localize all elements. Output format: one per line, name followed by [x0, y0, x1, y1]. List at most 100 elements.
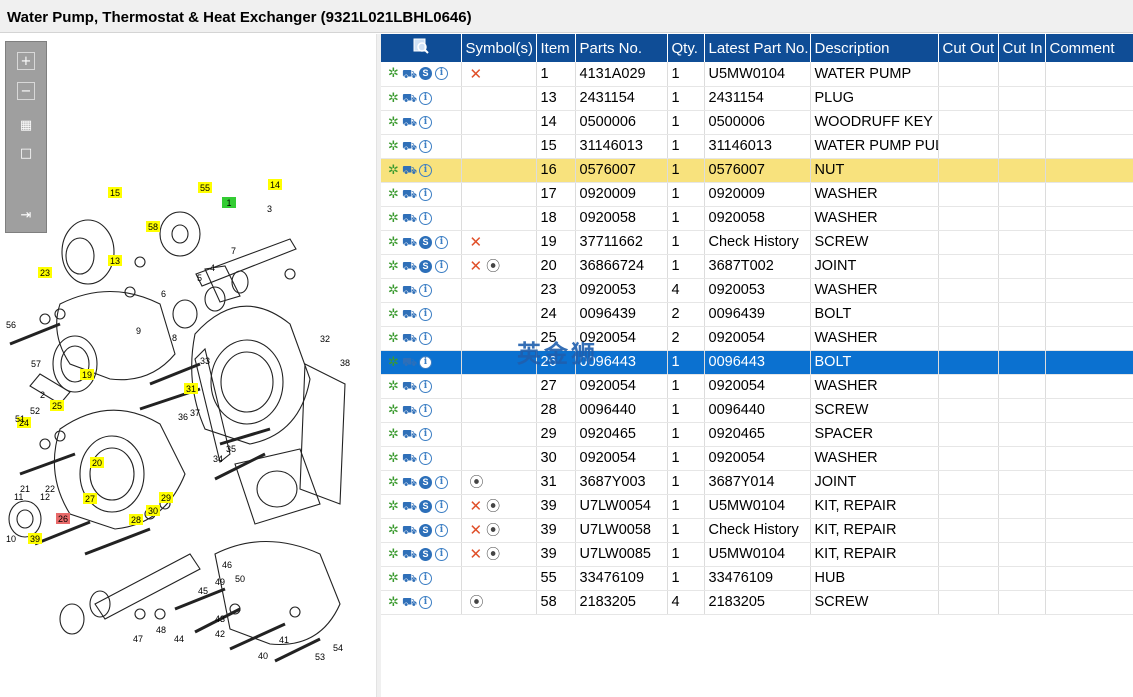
gear-icon[interactable]: ✲ [388, 354, 399, 370]
cart-icon[interactable]: ⛟ [401, 211, 418, 225]
supersession-icon[interactable]: S [419, 523, 432, 537]
supersession-icon[interactable]: S [419, 475, 432, 489]
comment-icon[interactable]: ⦿ [486, 259, 501, 275]
gear-icon[interactable]: ✲ [388, 162, 399, 178]
gear-icon[interactable]: ✲ [388, 90, 399, 106]
gear-icon[interactable]: ✲ [388, 138, 399, 154]
gear-icon[interactable]: ✲ [388, 114, 399, 130]
gear-icon[interactable]: ✲ [388, 450, 399, 466]
callout-label[interactable]: 27 [85, 494, 95, 504]
comment-icon[interactable]: ⦿ [486, 523, 501, 539]
cart-icon[interactable]: ⛟ [401, 235, 418, 249]
callout-label[interactable]: 30 [148, 506, 158, 516]
not-interchangeable-icon[interactable]: ✕ [469, 521, 483, 539]
callout-label[interactable]: 24 [19, 418, 29, 428]
info-icon[interactable]: i [435, 475, 448, 489]
column-header-item[interactable]: Item [536, 34, 576, 62]
cart-icon[interactable]: ⛟ [401, 66, 418, 81]
info-icon[interactable]: i [419, 307, 432, 321]
info-icon[interactable]: i [419, 355, 432, 369]
callout-label[interactable]: 26 [58, 514, 68, 524]
callout-tag[interactable] [146, 221, 160, 232]
column-header-latest-part-no[interactable]: Latest Part No. [704, 34, 811, 62]
not-interchangeable-icon[interactable]: ✕ [469, 233, 483, 251]
callout-tag[interactable] [17, 417, 31, 428]
comment-icon[interactable]: ⦿ [469, 475, 484, 491]
gear-icon[interactable]: ✲ [388, 474, 399, 490]
callout-label[interactable]: 25 [52, 401, 62, 411]
callout-label[interactable]: 14 [270, 180, 280, 190]
column-header-icons[interactable] [381, 34, 462, 62]
callout-label[interactable]: 39 [30, 534, 40, 544]
gear-icon[interactable]: ✲ [388, 402, 399, 418]
cart-icon[interactable]: ⛟ [401, 91, 418, 105]
cart-icon[interactable]: ⛟ [401, 187, 418, 201]
info-icon[interactable]: i [419, 451, 432, 465]
cart-icon[interactable]: ⛟ [401, 283, 418, 297]
multi-gear-icon[interactable]: ✲ [388, 66, 399, 82]
pane-splitter[interactable] [376, 34, 381, 697]
info-icon[interactable]: i [419, 379, 432, 393]
callout-label[interactable]: 55 [200, 183, 210, 193]
info-icon[interactable]: i [435, 67, 448, 81]
gear-icon[interactable]: ✲ [388, 378, 399, 394]
column-header-parts-no[interactable]: Parts No. [575, 34, 668, 62]
callout-tag[interactable] [108, 187, 122, 198]
gear-icon[interactable]: ✲ [388, 594, 399, 610]
gear-icon[interactable]: ✲ [388, 306, 399, 322]
info-icon[interactable]: i [419, 139, 432, 153]
callout-label[interactable]: 15 [110, 188, 120, 198]
info-icon[interactable]: i [435, 259, 448, 273]
column-header-symbols[interactable]: Symbol(s) [461, 34, 537, 62]
callout-label[interactable]: 58 [148, 222, 158, 232]
column-header-description[interactable]: Description [810, 34, 939, 62]
gear-icon[interactable]: ✲ [388, 330, 399, 346]
info-icon[interactable]: i [419, 427, 432, 441]
supersession-icon[interactable]: S [419, 259, 432, 273]
gear-icon[interactable]: ✲ [388, 426, 399, 442]
callout-tag[interactable] [38, 267, 52, 278]
callout-label[interactable]: 28 [131, 515, 141, 525]
column-header-cut-out[interactable]: Cut Out [938, 34, 999, 62]
callout-label[interactable]: 29 [161, 493, 171, 503]
cart-icon[interactable]: ⛟ [401, 547, 418, 561]
not-interchangeable-icon[interactable]: ✕ [469, 545, 483, 563]
column-header-cut-in[interactable]: Cut In [998, 34, 1046, 62]
gear-icon[interactable]: ✲ [388, 210, 399, 226]
not-interchangeable-icon[interactable]: ✕ [469, 64, 483, 83]
gear-icon[interactable]: ✲ [388, 498, 399, 514]
callout-tag[interactable] [83, 493, 97, 504]
info-icon[interactable]: i [419, 331, 432, 345]
gear-icon[interactable]: ✲ [388, 258, 399, 274]
cart-icon[interactable]: ⛟ [401, 451, 418, 465]
cart-icon[interactable]: ⛟ [401, 499, 418, 513]
column-header-qty[interactable]: Qty. [667, 34, 705, 62]
cart-icon[interactable]: ⛟ [401, 523, 418, 537]
gear-icon[interactable]: ✲ [388, 570, 399, 586]
comment-icon[interactable]: ⦿ [469, 595, 484, 611]
cart-icon[interactable]: ⛟ [401, 115, 418, 129]
gear-icon[interactable]: ✲ [388, 522, 399, 538]
info-icon[interactable]: i [419, 187, 432, 201]
callout-label[interactable]: 1 [226, 198, 231, 208]
cart-icon[interactable]: ⛟ [401, 355, 418, 369]
zoom-out-button[interactable]: − [15, 80, 37, 102]
info-icon[interactable]: i [419, 91, 432, 105]
callout-tag[interactable] [80, 369, 94, 380]
info-icon[interactable]: i [419, 571, 432, 585]
